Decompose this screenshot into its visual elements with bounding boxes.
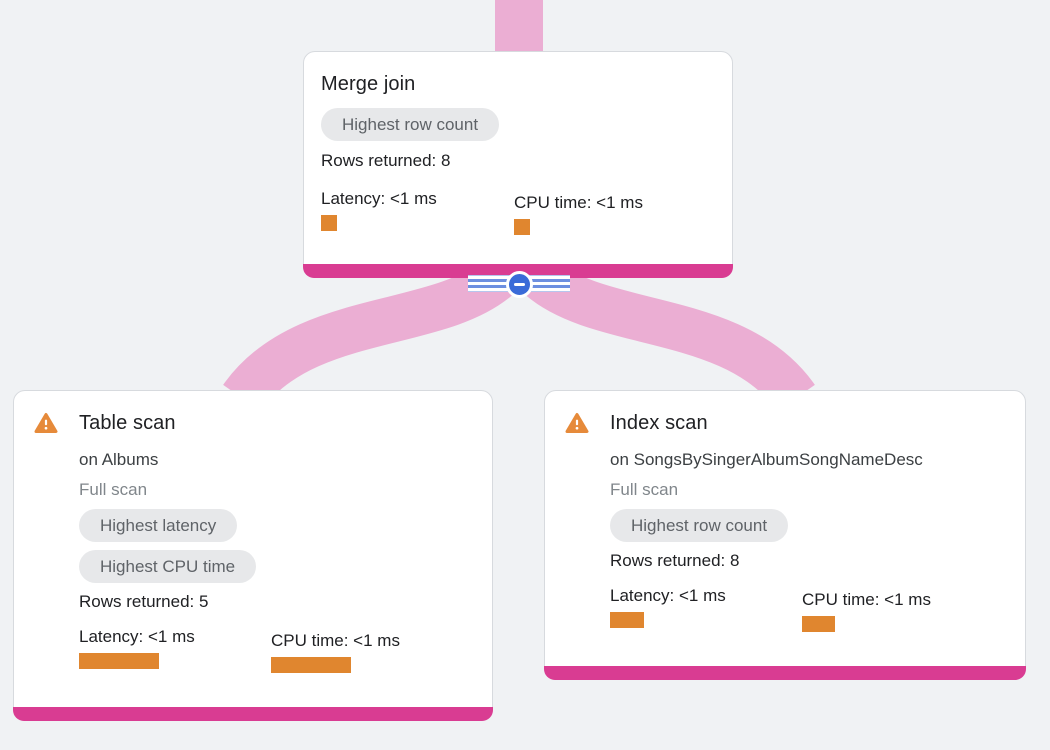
- badge-row: Highest CPU time: [79, 550, 476, 583]
- scan-type: Full scan: [610, 480, 679, 499]
- cpu-time-label: CPU time: <1 ms: [271, 631, 400, 650]
- collapse-node-button[interactable]: [506, 271, 533, 298]
- edge-to-table-scan: [223, 259, 512, 413]
- plan-node-index-scan[interactable]: Index scan on SongsBySingerAlbumSongName…: [544, 390, 1026, 680]
- plan-node-merge-join[interactable]: Merge join Highest row count Rows return…: [303, 51, 733, 278]
- rows-returned-text: Rows returned: 8: [321, 151, 451, 170]
- plan-node-table-scan[interactable]: Table scan on Albums Full scan Highest l…: [13, 390, 493, 721]
- cpu-time-bar: [514, 219, 530, 235]
- latency-bar: [610, 612, 644, 628]
- highest-cpu-time-badge: Highest CPU time: [79, 550, 257, 583]
- badge-row: Highest row count: [610, 509, 1009, 542]
- node-header: Index scan: [565, 411, 1009, 435]
- latency-label: Latency: <1 ms: [79, 627, 195, 646]
- latency-label: Latency: <1 ms: [321, 189, 437, 208]
- node-title: Index scan: [610, 412, 708, 434]
- metrics-row: Latency: <1 ms CPU time: <1 ms: [610, 586, 1009, 632]
- highest-row-count-badge: Highest row count: [321, 108, 500, 141]
- scan-target: on Albums: [79, 450, 159, 469]
- latency-metric: Latency: <1 ms: [321, 189, 514, 231]
- warning-triangle-icon: [34, 413, 58, 433]
- metrics-row: Latency: <1 ms CPU time: <1 ms: [79, 627, 476, 673]
- node-header: Table scan: [34, 411, 476, 435]
- cpu-metric: CPU time: <1 ms: [514, 193, 707, 235]
- edge-to-parent: [495, 0, 543, 53]
- metrics-row: Latency: <1 ms CPU time: <1 ms: [321, 189, 716, 235]
- node-title: Merge join: [321, 73, 416, 95]
- badge-row: Highest latency: [79, 509, 476, 542]
- latency-metric: Latency: <1 ms: [79, 627, 271, 669]
- rows-returned-text: Rows returned: 8: [610, 551, 740, 570]
- node-accent-bar: [544, 666, 1026, 680]
- cpu-metric: CPU time: <1 ms: [802, 590, 931, 632]
- cpu-time-bar: [802, 616, 835, 632]
- latency-bar: [79, 653, 159, 669]
- highest-latency-badge: Highest latency: [79, 509, 238, 542]
- node-body: on Albums Full scan Highest latency High…: [79, 449, 476, 673]
- minus-icon: [514, 283, 525, 286]
- latency-label: Latency: <1 ms: [610, 586, 726, 605]
- node-title: Table scan: [79, 412, 176, 434]
- highest-row-count-badge: Highest row count: [610, 509, 789, 542]
- cpu-metric: CPU time: <1 ms: [271, 631, 400, 673]
- node-accent-bar: [13, 707, 493, 721]
- node-body: on SongsBySingerAlbumSongNameDesc Full s…: [610, 449, 1009, 632]
- scan-type: Full scan: [79, 480, 148, 499]
- latency-bar: [321, 215, 337, 231]
- cpu-time-label: CPU time: <1 ms: [514, 193, 643, 212]
- edge-to-index-scan: [526, 259, 815, 413]
- cpu-time-label: CPU time: <1 ms: [802, 590, 931, 609]
- scan-target: on SongsBySingerAlbumSongNameDesc: [610, 450, 923, 469]
- warning-triangle-icon: [565, 413, 589, 433]
- latency-metric: Latency: <1 ms: [610, 586, 802, 628]
- rows-returned-text: Rows returned: 5: [79, 592, 209, 611]
- cpu-time-bar: [271, 657, 351, 673]
- badge-row: Highest row count: [321, 108, 716, 141]
